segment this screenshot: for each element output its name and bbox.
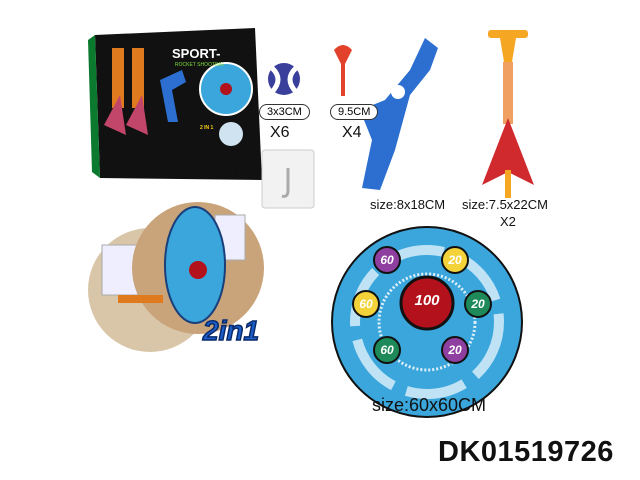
- dartboard-image: [331, 226, 523, 418]
- dart-size-label: 9.5CM: [330, 104, 379, 120]
- target-size-label: size:60x60CM: [372, 395, 487, 415]
- rocket-image: [482, 30, 534, 198]
- launcher-image: [360, 38, 438, 190]
- box-size-label: size:40x5.4x29CM: [131, 164, 238, 179]
- box-brand-text: SPORT-: [172, 46, 220, 61]
- dart-quantity: X4: [342, 124, 362, 141]
- target-score-0: 60: [373, 246, 401, 274]
- two-in-one-logo: 2in1: [201, 314, 260, 347]
- usage-scene-image: [88, 202, 264, 352]
- target-score-4: 60: [373, 336, 401, 364]
- package-box-image: SPORT- ROCKET SHOOTING 2 IN 1: [88, 28, 262, 180]
- target-score-2: 60: [352, 290, 380, 318]
- two-in-one-logo-text: 2in1: [202, 315, 259, 346]
- launcher-size-label: size:8x18CM: [370, 197, 446, 212]
- product-code: DK01519726: [438, 436, 614, 468]
- box-subtitle-text: ROCKET SHOOTING: [175, 62, 224, 68]
- target-score-3: 20: [464, 290, 492, 318]
- target-score-5: 20: [441, 336, 469, 364]
- target-score-1: 20: [441, 246, 469, 274]
- box-badge-text: 2 IN 1: [200, 125, 214, 131]
- dart-image: [334, 45, 352, 96]
- bullseye-score: 100: [414, 292, 440, 309]
- wall-hook-image: [261, 149, 315, 209]
- ball-size-label: 3x3CM: [259, 104, 310, 120]
- ball-quantity: X6: [270, 124, 290, 141]
- rocket-size-label: size:7.5x22CM: [462, 197, 548, 212]
- sticky-ball-image: [268, 63, 300, 95]
- rocket-quantity: X2: [500, 214, 516, 229]
